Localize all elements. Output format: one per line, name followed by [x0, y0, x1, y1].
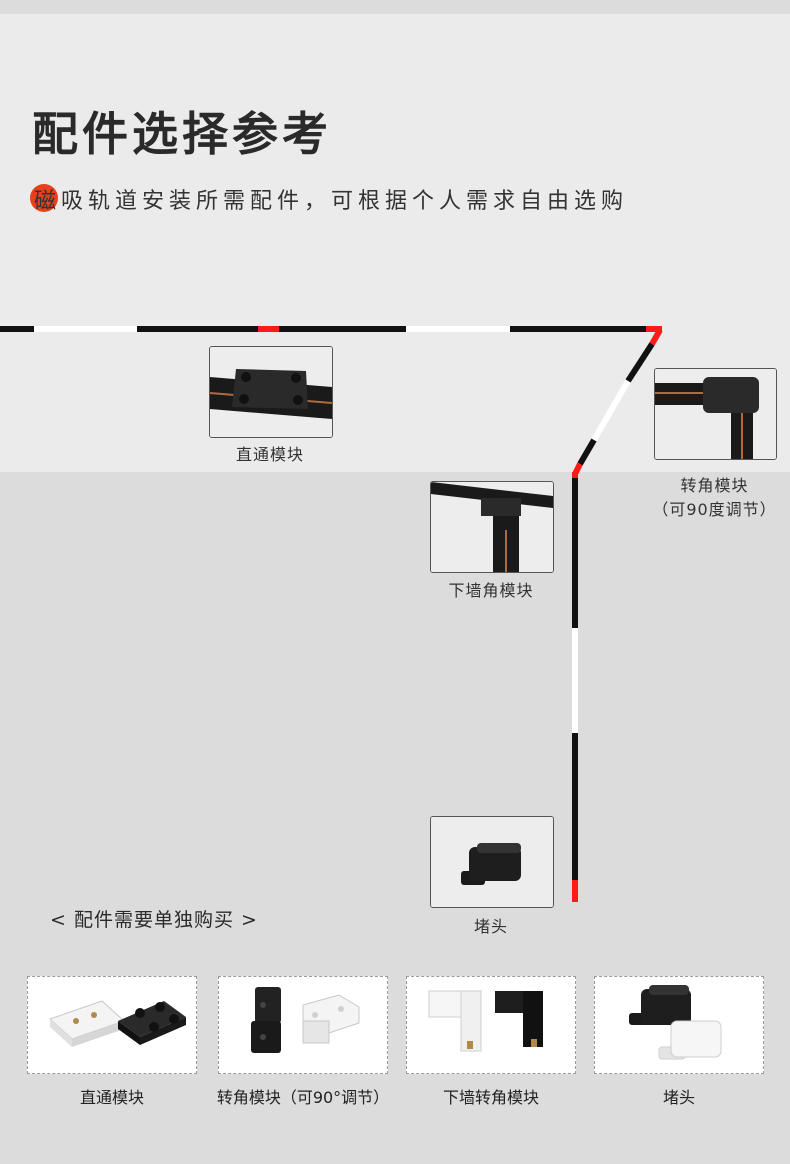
straight-module-caption: 直通模块	[235, 445, 304, 464]
wall-corner-module-photo	[430, 481, 554, 573]
straight-module-photo	[209, 346, 333, 438]
purchase-note: < 配件需要单独购买 >	[50, 909, 258, 931]
product-card-end-cap	[594, 976, 764, 1074]
product-caption-corner: 转角模块（可90°调节）	[216, 1088, 390, 1107]
end-cap-caption: 堵头	[473, 917, 508, 936]
wall-corner-module-caption: 下墙角模块	[448, 581, 534, 600]
product-card-corner	[218, 976, 388, 1074]
accent-dot	[30, 184, 58, 212]
product-card-wall-corner	[406, 976, 576, 1074]
product-caption-end-cap: 堵头	[662, 1088, 695, 1107]
product-caption-wall-corner: 下墙转角模块	[442, 1088, 539, 1107]
page-subtitle: 磁吸轨道安装所需配件，可根据个人需求自由选购	[34, 189, 629, 214]
corner-module-note: （可90度调节）	[652, 500, 777, 519]
page-title: 配件选择参考	[32, 107, 332, 161]
corner-module-photo	[654, 368, 777, 460]
product-card-straight	[27, 976, 197, 1074]
corner-module-caption: 转角模块	[680, 476, 749, 495]
product-caption-straight: 直通模块	[79, 1088, 144, 1107]
end-cap-photo	[430, 816, 554, 908]
